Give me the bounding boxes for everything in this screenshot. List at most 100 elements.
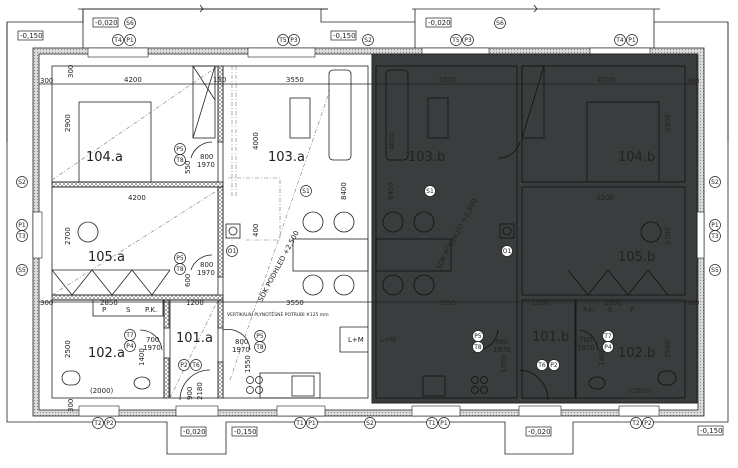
svg-text:2700: 2700	[664, 227, 672, 245]
tag-circle	[426, 417, 438, 429]
tag-label: T6	[191, 362, 200, 369]
svg-text:3550: 3550	[438, 299, 456, 307]
tag-label: P1	[628, 37, 636, 44]
gas-pipe-note: VERTIKÁLNÍ PLYNOTĚSNÉ POTRUBÍ #125 mm	[227, 310, 329, 318]
tag-circle	[288, 34, 300, 46]
room-label: 105.b	[618, 250, 655, 265]
tag-label: T3	[710, 233, 719, 240]
tag-label: T8	[473, 344, 482, 351]
svg-text:4000: 4000	[388, 132, 396, 150]
svg-text:(2000): (2000)	[629, 387, 653, 395]
tag-circle	[709, 176, 721, 188]
svg-text:300: 300	[40, 77, 53, 85]
tag-label: T2	[631, 420, 640, 427]
svg-text:700: 700	[579, 336, 592, 344]
tag-label: T7	[603, 333, 612, 340]
tag-label: T4	[615, 37, 624, 44]
tag-label: S1	[302, 188, 310, 195]
tag-circle	[104, 417, 116, 429]
tag-circle	[642, 417, 654, 429]
svg-text:300: 300	[686, 77, 699, 85]
tag-circle	[364, 417, 376, 429]
tag-circle	[254, 330, 266, 342]
tag-label: T5	[451, 37, 460, 44]
room-label: 102.b	[618, 346, 655, 361]
tag-label: S2	[364, 37, 372, 44]
tag-circle	[630, 417, 642, 429]
room-label: 101.a	[176, 331, 213, 346]
tag-label: T6	[537, 362, 546, 369]
tag-label: S2	[18, 179, 26, 186]
tag-label: P5	[176, 255, 184, 262]
svg-text:2850: 2850	[100, 299, 118, 307]
svg-text:2500: 2500	[664, 340, 672, 358]
svg-text:-0,150: -0,150	[333, 32, 356, 40]
tag-label: T3	[17, 233, 26, 240]
svg-text:2180: 2180	[196, 382, 204, 400]
tag-label: P2	[106, 420, 114, 427]
svg-text:700: 700	[146, 336, 159, 344]
tag-circle	[226, 245, 238, 257]
tag-label: S2	[366, 420, 374, 427]
svg-text:8400: 8400	[387, 182, 395, 200]
svg-text:4200: 4200	[128, 194, 146, 202]
tag-label: P3	[290, 37, 298, 44]
svg-text:-0,020: -0,020	[95, 19, 118, 27]
tag-label: S6	[126, 20, 134, 27]
svg-text:1970: 1970	[197, 269, 215, 277]
tag-circle	[16, 219, 28, 231]
room-label: 102.a	[88, 346, 125, 361]
tag-circle	[709, 219, 721, 231]
dimensions: 300 4200 150 3550 3550 4200 300 4200 420…	[40, 65, 699, 412]
tag-label: P1	[126, 37, 134, 44]
shelf-label: P	[102, 306, 106, 314]
svg-text:600: 600	[184, 274, 192, 287]
shelf-label: P	[630, 306, 634, 314]
svg-text:550: 550	[184, 161, 192, 174]
svg-text:800: 800	[235, 338, 248, 346]
svg-text:2500: 2500	[64, 340, 72, 358]
tag-circle	[424, 185, 436, 197]
tag-label: S1	[426, 188, 434, 195]
room-label: 103.b	[408, 150, 445, 165]
tag-circle	[294, 417, 306, 429]
shelf-label: P.K.	[145, 306, 157, 314]
tag-label: T8	[175, 157, 184, 164]
tag-label: P4	[604, 344, 612, 351]
svg-text:800: 800	[200, 153, 213, 161]
tag-circle	[92, 417, 104, 429]
svg-text:1970: 1970	[197, 161, 215, 169]
tag-label: P5	[176, 146, 184, 153]
svg-text:150: 150	[213, 76, 226, 84]
svg-text:300: 300	[67, 399, 75, 412]
svg-text:1970: 1970	[143, 344, 161, 352]
tag-circle	[112, 34, 124, 46]
tag-label: T7	[125, 332, 134, 339]
svg-text:8400: 8400	[340, 182, 348, 200]
tag-label: S2	[711, 179, 719, 186]
room-label: 103.a	[268, 150, 305, 165]
tag-circle	[462, 34, 474, 46]
tag-label: T4	[113, 37, 122, 44]
svg-text:1400: 1400	[598, 348, 606, 366]
tag-circle	[548, 359, 560, 371]
tag-label: S5	[18, 267, 26, 274]
svg-text:1970: 1970	[493, 346, 511, 354]
tag-circle	[306, 417, 318, 429]
tag-label: P2	[644, 420, 652, 427]
svg-text:4200: 4200	[596, 194, 614, 202]
tag-label: T1	[427, 420, 436, 427]
svg-text:300: 300	[686, 299, 699, 307]
tag-circle	[178, 359, 190, 371]
svg-text:1200: 1200	[186, 299, 204, 307]
tag-label: S6	[496, 20, 504, 27]
svg-text:4200: 4200	[597, 76, 615, 84]
tag-circle	[124, 340, 136, 352]
tag-circle	[536, 359, 548, 371]
tag-circle	[494, 17, 506, 29]
tag-circle	[174, 143, 186, 155]
tag-label: T8	[255, 344, 264, 351]
svg-text:1970: 1970	[232, 346, 250, 354]
svg-text:3550: 3550	[286, 299, 304, 307]
